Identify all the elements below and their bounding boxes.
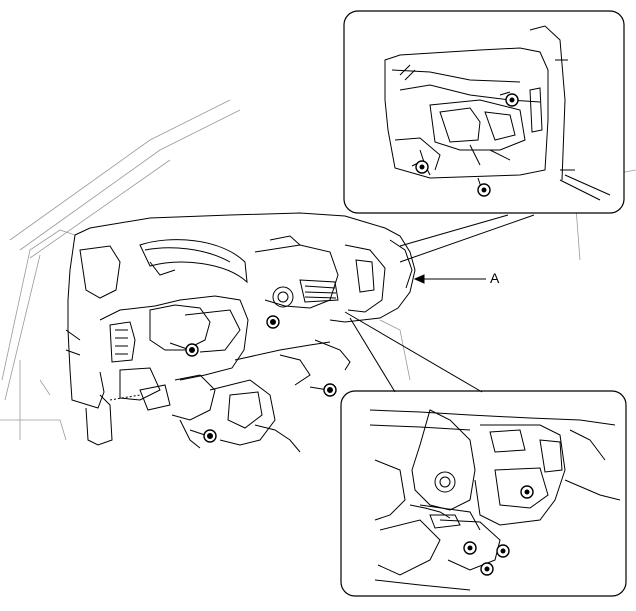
bolt-icon	[323, 383, 337, 397]
bolt-icon	[496, 544, 510, 558]
bolt-icon	[185, 343, 199, 357]
bolt-icon	[480, 562, 494, 576]
dashboard-main	[65, 212, 416, 453]
detail-panel-top	[343, 10, 625, 214]
callout-a-arrowhead	[413, 274, 425, 284]
bolt-icon	[520, 485, 534, 499]
bolt-icon	[505, 93, 519, 107]
detail-panel-bottom	[340, 390, 627, 597]
callout-label-a: A	[490, 270, 500, 286]
bolt-icon	[415, 160, 429, 174]
bolt-icon	[477, 183, 491, 197]
callout-leaders	[344, 214, 535, 393]
bolt-icon	[463, 541, 477, 555]
main-bolts	[109, 315, 337, 443]
bolt-icon	[203, 429, 217, 443]
bolt-icon	[266, 315, 280, 329]
